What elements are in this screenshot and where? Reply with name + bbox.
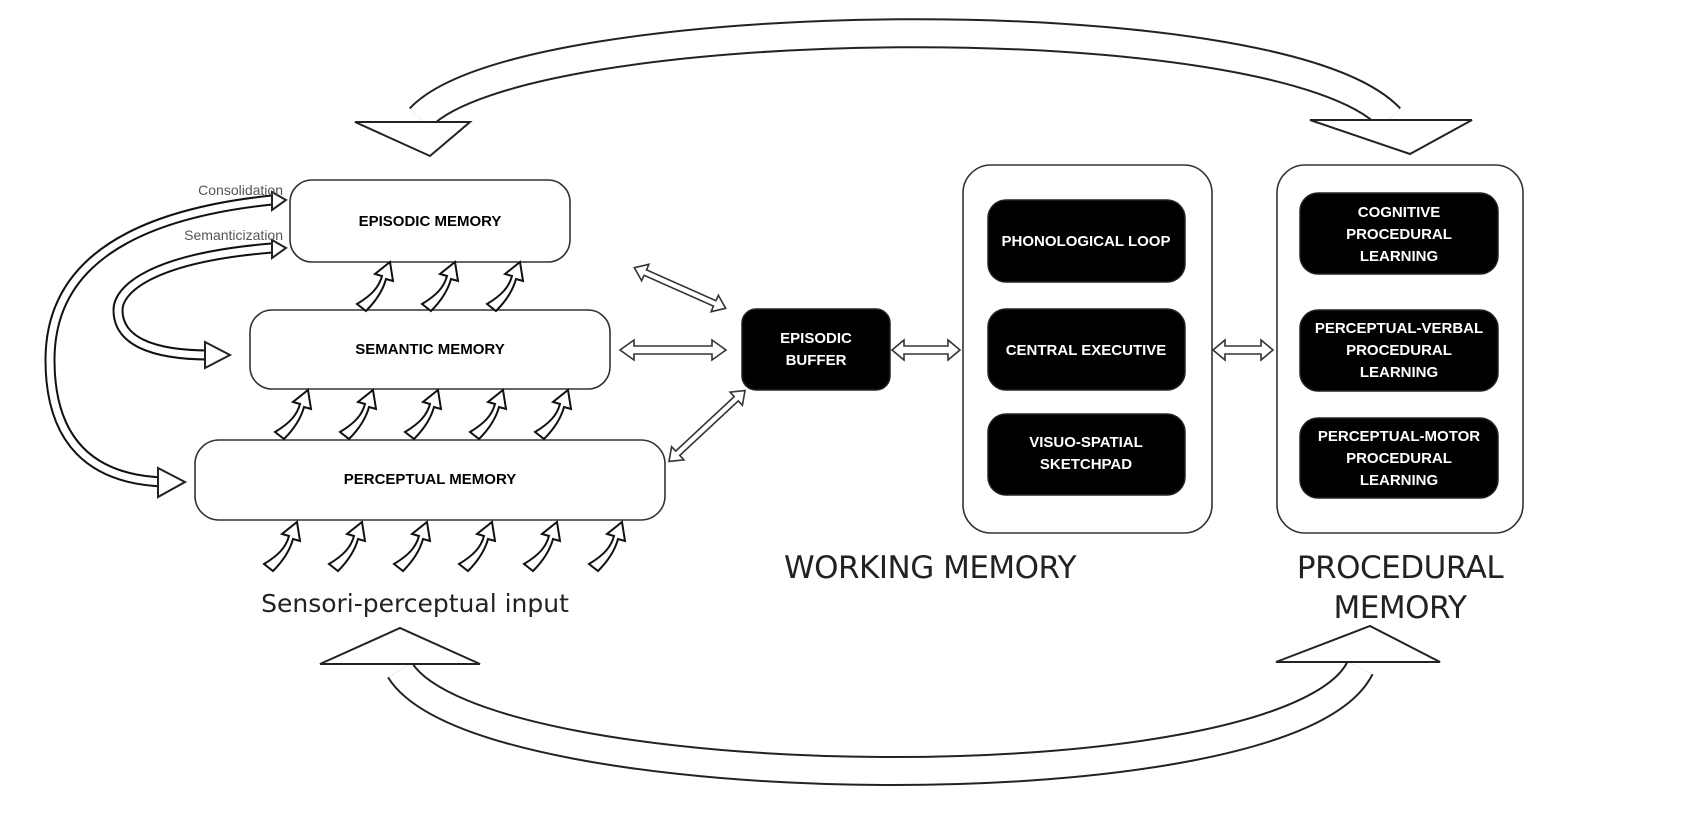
visuo-spatial-label-line2: SKETCHPAD bbox=[1040, 456, 1132, 473]
semantic-to-episodic-arrows bbox=[356, 261, 524, 312]
up-arrow bbox=[328, 521, 366, 572]
perceptual-verbal-label-line3: LEARNING bbox=[1360, 364, 1438, 381]
top-bidirectional-arc-arrow bbox=[354, 18, 1473, 158]
perceptual-memory-label: PERCEPTUAL MEMORY bbox=[344, 471, 517, 488]
semantic-memory-label: SEMANTIC MEMORY bbox=[355, 341, 504, 358]
episodic-memory-label: EPISODIC MEMORY bbox=[359, 213, 502, 230]
up-arrow bbox=[523, 521, 561, 572]
arrowhead-left bbox=[354, 121, 473, 158]
up-arrow bbox=[404, 389, 442, 440]
perceptual-verbal-label-line1: PERCEPTUAL-VERBAL bbox=[1315, 320, 1483, 337]
up-arrow bbox=[421, 261, 459, 312]
perceptual-memory-box bbox=[194, 439, 666, 521]
cognitive-label-line3: LEARNING bbox=[1360, 248, 1438, 265]
cognitive-label-line2: PROCEDURAL bbox=[1346, 226, 1452, 243]
up-arrow bbox=[356, 261, 394, 312]
cognitive-procedural-box bbox=[1299, 192, 1499, 275]
episodic-buffer-box bbox=[741, 308, 891, 391]
perceptual-motor-label-line1: PERCEPTUAL-MOTOR bbox=[1318, 428, 1480, 445]
visuo-spatial-label-line1: VISUO-SPATIAL bbox=[1029, 434, 1143, 451]
semantic-buffer-double-arrow bbox=[618, 338, 728, 362]
episodic-memory-box bbox=[289, 179, 571, 263]
perceptual-motor-label-line2: PROCEDURAL bbox=[1346, 450, 1452, 467]
central-executive-box bbox=[987, 308, 1186, 391]
up-arrow bbox=[458, 521, 496, 572]
up-arrow bbox=[393, 521, 431, 572]
semanticization-arrow bbox=[112, 238, 288, 370]
procedural-memory-title-line2: MEMORY bbox=[1334, 590, 1468, 626]
visuo-spatial-sketchpad-box bbox=[987, 413, 1186, 496]
arrowhead-right bbox=[1275, 624, 1441, 663]
cognitive-label-line1: COGNITIVE bbox=[1358, 204, 1441, 221]
sensori-perceptual-input-label: Sensori-perceptual input bbox=[261, 589, 569, 618]
buffer-working-memory-double-arrow bbox=[890, 338, 962, 362]
arrowhead-left bbox=[319, 626, 481, 665]
procedural-memory-title-line1: PROCEDURAL bbox=[1297, 550, 1504, 586]
central-executive-label: CENTRAL EXECUTIVE bbox=[1006, 342, 1167, 359]
consolidation-arrow bbox=[44, 190, 288, 499]
episodic-buffer-label-line2: BUFFER bbox=[786, 352, 847, 369]
episodic-buffer-label-line1: EPISODIC bbox=[780, 330, 852, 347]
up-arrow bbox=[534, 389, 572, 440]
sensory-input-arrows bbox=[263, 521, 626, 572]
up-arrow bbox=[263, 521, 301, 572]
consolidation-label: Consolidation bbox=[198, 182, 283, 198]
phonological-loop-box bbox=[987, 199, 1186, 283]
arrowhead-right bbox=[1309, 119, 1473, 156]
perceptual-motor-label-line3: LEARNING bbox=[1360, 472, 1438, 489]
working-procedural-double-arrow bbox=[1211, 338, 1275, 362]
phonological-loop-label: PHONOLOGICAL LOOP bbox=[1002, 233, 1171, 250]
up-arrow bbox=[274, 389, 312, 440]
up-arrow bbox=[588, 521, 626, 572]
semanticization-label: Semanticization bbox=[184, 227, 283, 243]
up-arrow bbox=[339, 389, 377, 440]
perceptual-verbal-label-line2: PROCEDURAL bbox=[1346, 342, 1452, 359]
perceptual-to-semantic-arrows bbox=[274, 389, 572, 440]
bottom-bidirectional-arc-arrow bbox=[319, 624, 1441, 786]
episodic-buffer-double-arrow bbox=[633, 263, 727, 313]
up-arrow bbox=[486, 261, 524, 312]
perceptual-motor-procedural-box bbox=[1299, 417, 1499, 499]
up-arrow bbox=[469, 389, 507, 440]
perceptual-buffer-double-arrow bbox=[667, 389, 747, 463]
perceptual-verbal-procedural-box bbox=[1299, 309, 1499, 392]
working-memory-title: WORKING MEMORY bbox=[784, 550, 1077, 586]
